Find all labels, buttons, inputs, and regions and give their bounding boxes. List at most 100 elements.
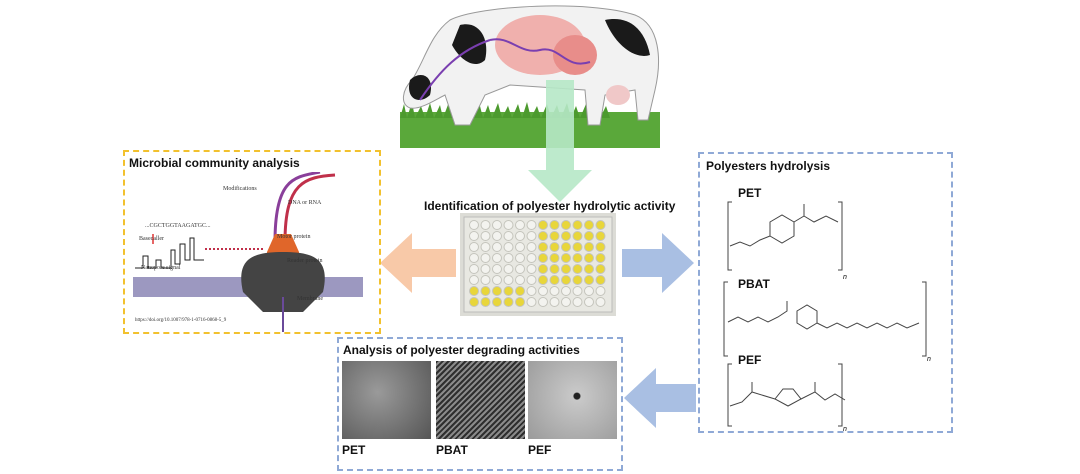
well	[515, 297, 525, 307]
well	[549, 242, 560, 252]
well	[515, 253, 525, 263]
well	[549, 220, 560, 230]
well	[538, 253, 548, 263]
well	[480, 253, 491, 263]
label-reader-protein: Reader protein	[287, 258, 323, 264]
well	[526, 253, 537, 263]
well	[595, 220, 606, 230]
well	[469, 297, 479, 307]
well	[526, 275, 537, 285]
degrading-activities-panel: Analysis of polyester degrading activiti…	[337, 337, 623, 471]
well	[492, 242, 502, 252]
well	[595, 242, 606, 252]
well	[480, 297, 491, 307]
well	[561, 264, 571, 274]
well	[469, 242, 479, 252]
subscript-n-pbat: n	[927, 356, 931, 363]
well	[492, 297, 502, 307]
well	[538, 286, 548, 296]
well	[492, 220, 502, 230]
well	[595, 253, 606, 263]
well	[492, 253, 502, 263]
nanopore-illustration	[133, 172, 363, 332]
sample-label-pet: PET	[342, 443, 366, 457]
well	[492, 264, 502, 274]
well	[584, 231, 594, 241]
label-modifications: Modifications	[223, 186, 257, 192]
well	[503, 286, 514, 296]
subscript-n-pef: n	[843, 426, 847, 433]
well	[526, 231, 537, 241]
well	[503, 242, 514, 252]
doi-citation: https://doi.org/10.1007/978-1-0716-0868-…	[135, 318, 227, 323]
microbial-title: Microbial community analysis	[129, 156, 300, 170]
well	[595, 297, 606, 307]
well	[469, 264, 479, 274]
right-arrow-blue	[622, 233, 694, 293]
well	[595, 231, 606, 241]
hydrolysis-title: Polyesters hydrolysis	[706, 159, 831, 173]
label-basecaller: Basecaller	[139, 236, 164, 242]
label-membrane: Membrane	[297, 296, 323, 302]
well	[480, 231, 491, 241]
well	[538, 275, 548, 285]
well	[469, 231, 479, 241]
sem-image-pet	[342, 361, 431, 439]
well	[572, 297, 583, 307]
well	[549, 275, 560, 285]
well	[549, 231, 560, 241]
well	[503, 264, 514, 274]
well	[515, 264, 525, 274]
label-sequence: ...CGCTGGTAAGATGC...	[145, 223, 211, 229]
well	[549, 253, 560, 263]
well	[538, 220, 548, 230]
well	[526, 220, 537, 230]
polymer-structures	[723, 201, 927, 427]
well	[503, 297, 514, 307]
well	[526, 264, 537, 274]
well	[538, 231, 548, 241]
polymer-pbat: PBAT	[738, 277, 770, 291]
well	[561, 253, 571, 263]
well	[526, 286, 537, 296]
left-arrow-blue	[624, 368, 696, 428]
well	[526, 297, 537, 307]
well	[561, 231, 571, 241]
well	[480, 264, 491, 274]
left-arrow-orange	[380, 233, 456, 293]
well	[561, 286, 571, 296]
well	[549, 297, 560, 307]
sample-label-pbat: PBAT	[436, 443, 468, 457]
label-motor-protein: Motor protein	[277, 234, 311, 240]
degrading-title: Analysis of polyester degrading activiti…	[343, 343, 580, 357]
well	[572, 220, 583, 230]
sem-image-pef	[528, 361, 617, 439]
well	[526, 242, 537, 252]
well	[584, 253, 594, 263]
well	[584, 286, 594, 296]
well	[572, 264, 583, 274]
well	[503, 231, 514, 241]
well	[469, 286, 479, 296]
well	[549, 286, 560, 296]
well	[492, 286, 502, 296]
well-plate-photo	[460, 213, 616, 316]
well	[480, 286, 491, 296]
well	[515, 242, 525, 252]
well	[503, 220, 514, 230]
well	[561, 242, 571, 252]
well	[480, 220, 491, 230]
well	[515, 231, 525, 241]
label-nanopore-signal: Nanopore signal	[141, 265, 181, 271]
well	[561, 275, 571, 285]
center-title: Identification of polyester hydrolytic a…	[424, 199, 676, 213]
sem-image-pbat	[436, 361, 525, 439]
sample-label-pef: PEF	[528, 443, 552, 457]
subscript-n-pet: n	[843, 274, 847, 281]
cow-illustration	[400, 5, 660, 148]
well	[469, 253, 479, 263]
polymer-pef: PEF	[738, 353, 762, 367]
polymer-pet: PET	[738, 186, 762, 200]
well	[561, 297, 571, 307]
